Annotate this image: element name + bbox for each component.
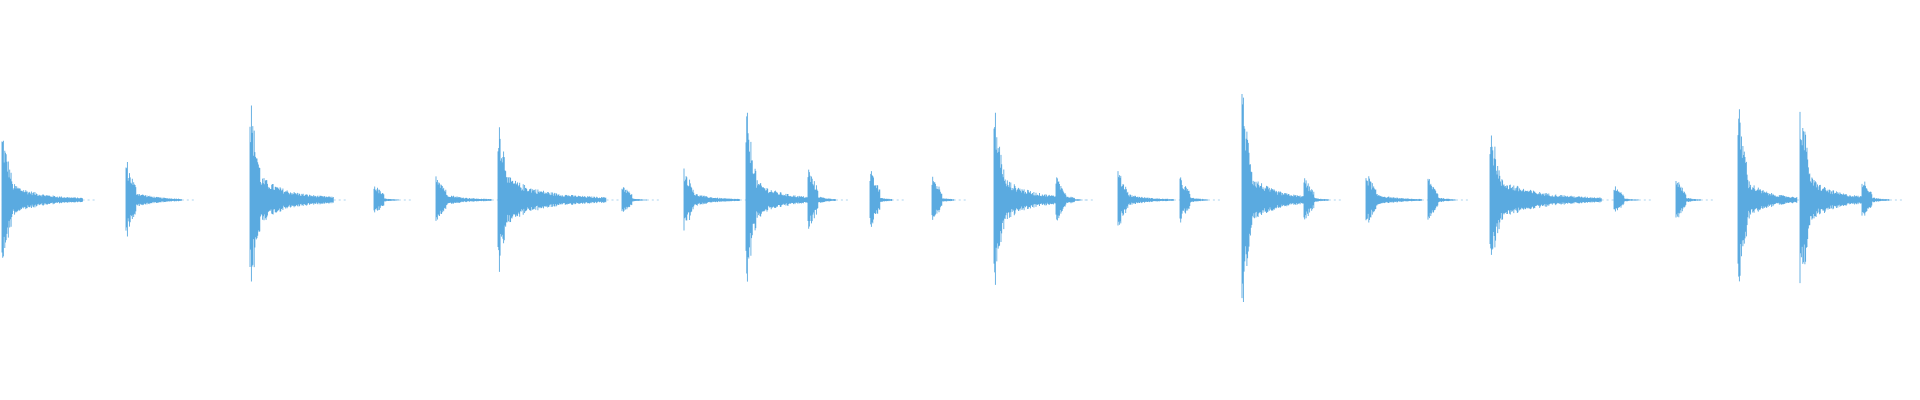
waveform-hit-22 [1675,180,1701,218]
waveform-hit-10 [869,171,893,227]
waveform-hit-8 [745,112,815,282]
waveform-hit-7 [683,168,740,231]
waveform-hit-3 [373,186,399,213]
waveform-events [1,94,1904,302]
waveform-hit-9 [807,169,836,229]
waveform-hit-4 [435,176,492,221]
waveform-hit-23 [1737,109,1798,282]
waveform-hit-11 [931,176,955,220]
waveform-hit-2 [249,105,334,282]
waveform-hit-24 [1799,111,1869,284]
waveform-hit-15 [1179,177,1208,223]
waveform-hit-17 [1303,178,1329,220]
waveform-hit-14 [1117,171,1174,226]
waveform-hit-13 [1055,177,1081,221]
waveform-hit-0 [1,140,83,258]
waveform-hit-18 [1365,176,1422,223]
waveform-hit-25 [1861,181,1890,216]
waveform-hit-16 [1241,94,1311,302]
waveform-hit-6 [621,187,647,212]
waveform-hit-19 [1427,178,1456,220]
waveform-hit-1 [125,162,182,237]
waveform-hit-20 [1489,135,1602,255]
waveform-hit-5 [497,127,607,272]
waveform-hit-21 [1613,186,1639,212]
